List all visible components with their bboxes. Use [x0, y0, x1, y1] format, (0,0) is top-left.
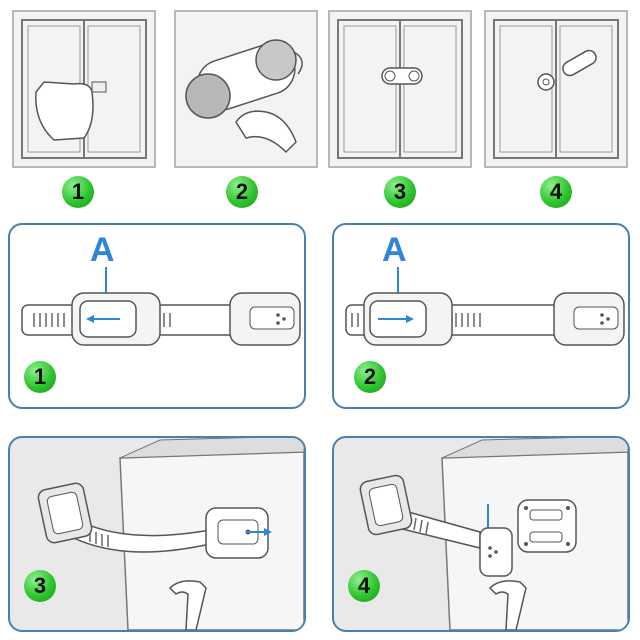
- cabinet-lock-illustration: [37, 438, 304, 630]
- anchor-hook-icon: [488, 580, 527, 630]
- detail-panel-1: A 1: [8, 223, 306, 409]
- label-a: A: [90, 231, 115, 269]
- detail-panel-3: 3: [8, 436, 306, 632]
- window-lock-open-illustration: [493, 19, 619, 159]
- step-badge-detail-3: 3: [24, 570, 56, 602]
- hand-cloth-icon: [35, 81, 94, 141]
- step-badge-detail-1: 1: [24, 361, 56, 393]
- cabinet-unlock-illustration: [359, 438, 628, 630]
- hand-icon: [235, 110, 297, 154]
- lock-strap-icon: [562, 49, 597, 77]
- label-a: A: [382, 231, 407, 269]
- window-wipe-illustration: [21, 19, 147, 159]
- window-lock-attached-illustration: [337, 19, 463, 159]
- step-4-unlock-panel: [484, 10, 628, 168]
- detail-panel-2: A 2: [332, 223, 630, 409]
- step-badge-top-2: 2: [226, 176, 258, 208]
- strap-release-left-illustration: [21, 267, 301, 346]
- step-3-attach-panel: [328, 10, 472, 168]
- anchor-hook-icon: [168, 580, 207, 630]
- peel-adhesive-illustration: [185, 39, 303, 154]
- step-badge-detail-4: 4: [348, 570, 380, 602]
- strap-release-right-illustration: [345, 267, 625, 346]
- peel-arrow-icon: [293, 51, 303, 75]
- step-2-peel-panel: [174, 10, 318, 168]
- step-badge-top-4: 4: [540, 176, 572, 208]
- step-badge-top-1: 1: [62, 176, 94, 208]
- step-1-window-panel: [12, 10, 156, 168]
- step-badge-detail-2: 2: [354, 361, 386, 393]
- detail-panel-4: B 4: [332, 436, 630, 632]
- step-badge-top-3: 3: [384, 176, 416, 208]
